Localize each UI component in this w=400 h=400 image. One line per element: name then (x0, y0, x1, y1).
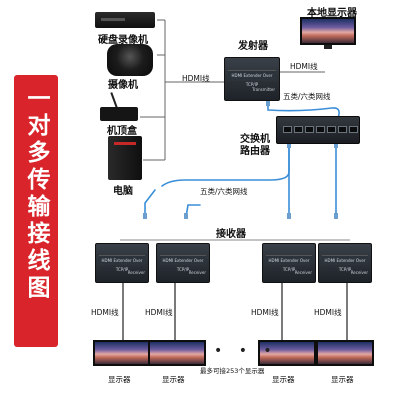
network-port-icon (305, 126, 314, 133)
network-port-icon (338, 126, 347, 133)
receiver-box-3: HDMI Extender Over TCP/IP Receiver (262, 243, 316, 283)
receiver-face-text: HDMI Extender Over TCP/IP (268, 258, 310, 272)
dvr-device-icon (95, 12, 155, 28)
cable-to-receiver-2 (185, 204, 201, 218)
display-monitor-icon-4 (316, 340, 374, 366)
rj45-connector (287, 142, 291, 148)
receiver-hdmi-lines (122, 283, 348, 340)
rj45-connector (143, 213, 147, 219)
title-banner (14, 75, 58, 347)
display-monitor-icon-1 (93, 340, 151, 366)
receiver-label: 接收器 (216, 229, 246, 240)
receiver-face-text: HDMI Extender Over TCP/IP (324, 258, 366, 272)
local-hdmi-label: HDMI线 (290, 62, 318, 71)
display-screen (95, 342, 149, 364)
display-monitor-icon-3 (258, 340, 316, 366)
display-screen (150, 342, 204, 364)
hdmi-output-label-1: HDMI线 (91, 308, 119, 317)
source-hdmi-lines (140, 19, 325, 161)
receiver-face: HDMI Extender Over TCP/IP (266, 255, 312, 272)
receiver-brand: Receiver (350, 270, 368, 275)
switch-port-row (283, 126, 358, 133)
display-label-4: 显示器 (331, 375, 354, 384)
display-label-3: 显示器 (272, 375, 295, 384)
display-label-1: 显示器 (108, 375, 131, 384)
network-port-icon (294, 126, 303, 133)
switch-label-line1: 交换机 (240, 134, 270, 145)
pc-stripe-icon (114, 142, 136, 145)
transmitter-to-switch-cable (267, 102, 340, 119)
rj45-connector (334, 142, 338, 148)
network-cables (144, 102, 340, 219)
hdmi-output-label-3: HDMI线 (251, 308, 279, 317)
local-display-stand (324, 45, 332, 49)
rj45-connector (184, 213, 188, 219)
switch-router-device (276, 116, 360, 144)
hdmi-input-label: HDMI线 (182, 74, 210, 83)
camera-label: 摄像机 (108, 80, 138, 91)
network-cable-label-top: 五类/六类网线 (283, 92, 331, 101)
hdmi-output-label-2: HDMI线 (145, 308, 173, 317)
network-cable-label-mid: 五类/六类网线 (200, 187, 248, 196)
transmitter-label: 发射器 (238, 41, 268, 52)
receiver-box-1: HDMI Extender Over TCP/IP Receiver (95, 243, 149, 283)
display-screen (260, 342, 314, 364)
local-display-monitor-icon (300, 17, 356, 45)
transmitter-face: HDMI Extender Over TCP/IP (228, 70, 276, 87)
rj45-connector (266, 100, 270, 106)
rj45-connector (287, 213, 291, 219)
receiver-brand: Receiver (188, 270, 206, 275)
receiver-brand: Receiver (294, 270, 312, 275)
stb-label: 机顶盒 (107, 126, 137, 137)
switch-to-receivers-trunk-cable (161, 145, 290, 187)
cable-to-receiver-1 (144, 189, 156, 218)
switch-label-line2: 路由器 (240, 146, 270, 157)
max-receivers-note: 最多可接253个显示器 (200, 367, 265, 375)
pc-label: 电脑 (113, 186, 133, 197)
cable-connectors (143, 100, 338, 219)
transmitter-face-text: HDMI Extender Over TCP/IP (231, 73, 273, 87)
camera-device-icon (107, 44, 153, 76)
transmitter-brand: Transmitter (252, 87, 275, 92)
transmitter-box: HDMI Extender Over TCP/IP Transmitter (224, 57, 280, 101)
network-port-icon (316, 126, 325, 133)
receiver-face: HDMI Extender Over TCP/IP (322, 255, 368, 272)
network-port-icon (283, 126, 292, 133)
receiver-face: HDMI Extender Over TCP/IP (160, 255, 206, 272)
local-display-screen (302, 19, 354, 43)
network-port-icon (327, 126, 336, 133)
receiver-face: HDMI Extender Over TCP/IP (99, 255, 145, 272)
rj45-connector (334, 213, 338, 219)
page-title: 一对多传输接线图 (23, 86, 49, 302)
receiver-face-text: HDMI Extender Over TCP/IP (101, 258, 143, 272)
receiver-brand: Receiver (127, 270, 145, 275)
more-displays-ellipsis: • • • (214, 343, 278, 359)
display-screen (318, 342, 372, 364)
hdmi-output-label-4: HDMI线 (314, 308, 342, 317)
local-display-label: 本地显示器 (307, 8, 357, 19)
network-port-icon (349, 126, 358, 133)
stb-device-icon (100, 107, 138, 121)
display-monitor-icon-2 (148, 340, 206, 366)
receiver-face-text: HDMI Extender Over TCP/IP (162, 258, 204, 272)
receiver-box-4: HDMI Extender Over TCP/IP Receiver (318, 243, 372, 283)
receiver-box-2: HDMI Extender Over TCP/IP Receiver (156, 243, 210, 283)
dvr-label: 硬盘录像机 (98, 35, 148, 46)
display-label-2: 显示器 (162, 375, 185, 384)
